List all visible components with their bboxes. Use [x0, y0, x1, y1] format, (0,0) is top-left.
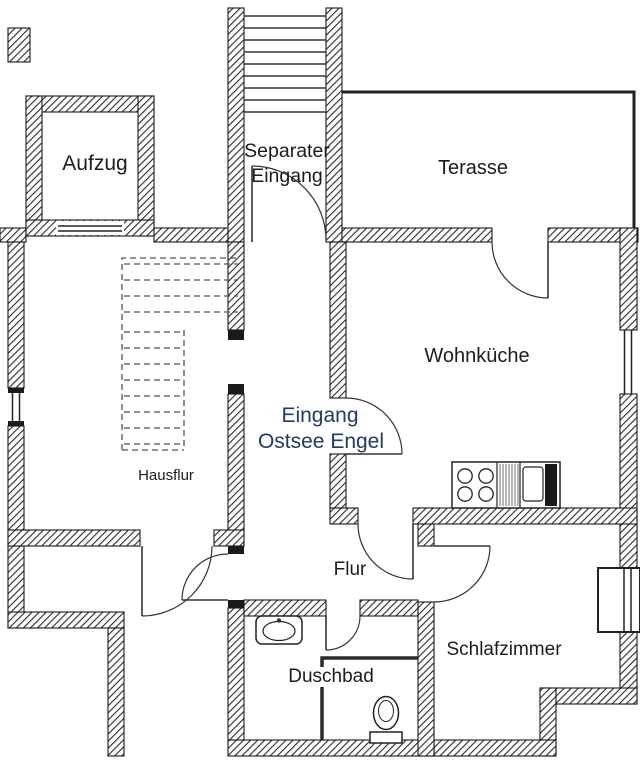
burner — [457, 468, 473, 484]
door-swing-icon — [325, 615, 361, 651]
wall-segment — [417, 601, 435, 757]
jamb — [228, 384, 244, 394]
room-label-aufzug: Aufzug — [62, 152, 127, 175]
door-jambs — [8, 330, 244, 608]
walls — [0, 7, 639, 757]
wall-segment — [227, 739, 435, 757]
wall-segment — [0, 227, 27, 243]
doors — [141, 165, 549, 651]
room-label-wohnkueche: Wohnküche — [424, 345, 529, 367]
room-label-schlafzimmer: Schlafzimmer — [446, 639, 562, 660]
label-backing — [279, 667, 383, 687]
wc-partition — [320, 656, 418, 740]
wall-segment — [329, 507, 359, 525]
door-arc — [181, 553, 229, 601]
wall-segment — [433, 739, 557, 757]
wall-segment — [329, 453, 347, 509]
wall-segment — [341, 227, 493, 243]
door-swing-icon — [141, 545, 213, 617]
door-swing-icon — [491, 241, 549, 299]
wall-segment — [7, 241, 25, 389]
door-arc — [345, 397, 403, 455]
door-arc — [251, 165, 327, 241]
door-arc — [325, 615, 361, 651]
wall-segment — [25, 95, 155, 113]
door-swing-icon — [433, 545, 491, 603]
room-label-duschbad: Duschbad — [288, 666, 374, 687]
wall-segment — [153, 227, 229, 243]
room-label-separater-eingang-line2: Eingang — [251, 165, 323, 187]
washbasin-tap — [276, 618, 282, 623]
toilet-icon — [369, 695, 403, 744]
dashed-outline — [121, 257, 240, 450]
jamb — [8, 388, 24, 393]
wall-segment — [7, 529, 141, 547]
stove-icon — [457, 468, 494, 502]
bay-window — [597, 567, 640, 633]
wall-segment — [412, 507, 638, 525]
burner — [478, 468, 494, 484]
room-label-separater-eingang-line1: Separater — [244, 140, 330, 162]
door-swing-icon — [181, 553, 229, 601]
door-arc — [357, 523, 414, 580]
wall-segment — [619, 227, 638, 331]
stairs-above-icon — [121, 257, 240, 451]
wall-segment — [325, 7, 343, 243]
room-label-terasse: Terasse — [438, 157, 508, 179]
wall-segment — [547, 227, 639, 243]
room-label-flur: Flur — [334, 559, 367, 580]
toilet-tank — [369, 731, 403, 744]
toilet-bowl — [372, 695, 400, 731]
room-labels: Aufzug Separater Eingang Terasse Hausflu… — [62, 140, 562, 687]
wall-segment — [213, 529, 245, 547]
door-arc — [141, 545, 213, 617]
elevator-door-gap — [56, 221, 124, 235]
wall-segment — [619, 393, 638, 569]
wall-segment — [227, 607, 245, 741]
burner — [457, 486, 473, 502]
jamb — [8, 421, 24, 426]
wall-segment — [227, 241, 245, 331]
wall-segment — [7, 27, 31, 63]
jamb — [228, 600, 244, 608]
wall-segment — [329, 241, 347, 399]
entrance-label-line2: Ostsee Engel — [258, 430, 384, 453]
wall-segment — [25, 95, 43, 237]
appliance-block — [545, 464, 557, 506]
wall-segment — [107, 627, 125, 757]
jamb — [228, 546, 244, 554]
door-swing-icon — [345, 397, 403, 455]
wall-segment — [227, 7, 245, 243]
wall-segment — [227, 393, 245, 547]
bay-window-frame — [597, 567, 640, 633]
entrance-label-line1: Eingang — [281, 404, 358, 427]
toilet-bowl-inner — [378, 700, 394, 722]
burner — [478, 486, 494, 502]
door-swing-icon — [357, 523, 414, 580]
kitchen-unit — [451, 461, 561, 509]
drainer-icon — [499, 464, 519, 506]
door-swing-icon — [251, 165, 327, 242]
kitchen-sink-icon — [522, 466, 544, 502]
washbasin-icon — [255, 615, 303, 645]
wall-segment — [359, 599, 419, 617]
stairs-icon — [244, 15, 326, 113]
wall-segment — [137, 95, 155, 237]
door-arc — [433, 545, 491, 603]
wall-segment — [243, 599, 327, 617]
windows — [11, 330, 633, 421]
door-arc — [491, 241, 549, 299]
room-label-hausflur: Hausflur — [138, 467, 194, 484]
elevator-door — [56, 221, 124, 235]
wall-segment — [7, 611, 125, 629]
terrace-border-icon — [342, 90, 636, 228]
jamb — [228, 330, 244, 340]
wall-segment — [7, 425, 25, 547]
bathroom-fixtures — [255, 615, 418, 744]
